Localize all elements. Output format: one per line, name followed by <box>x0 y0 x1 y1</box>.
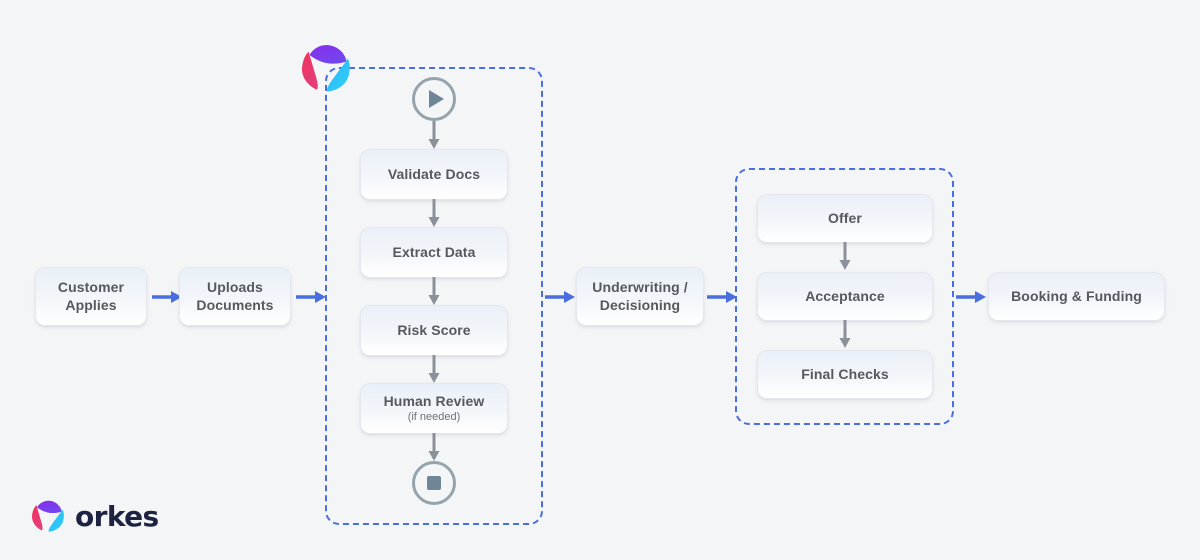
group-orkes-workflow <box>325 67 543 525</box>
node-label: Human Review <box>383 392 485 409</box>
arrow-down-icon <box>427 355 441 384</box>
node-label: Uploads Documents <box>196 279 274 313</box>
arrow-down-icon <box>838 242 852 271</box>
arrow-down-icon <box>427 121 441 150</box>
arrow-down-icon <box>838 320 852 349</box>
orkes-logo-mark-icon <box>30 498 66 534</box>
node-sublabel: (if needed) <box>407 410 461 423</box>
play-icon[interactable] <box>412 77 456 121</box>
node-label: Extract Data <box>392 243 476 260</box>
play-triangle <box>428 90 444 108</box>
node-human-review[interactable]: Human Review (if needed) <box>360 383 508 434</box>
node-label: Acceptance <box>805 287 885 304</box>
node-customer-applies[interactable]: Customer Applies <box>35 267 147 326</box>
node-final-checks[interactable]: Final Checks <box>757 350 933 399</box>
node-label: Customer Applies <box>57 279 125 313</box>
node-label: Underwriting / Decisioning <box>592 279 688 313</box>
arrow-right-icon <box>545 289 575 305</box>
brand-name: orkes <box>75 499 159 533</box>
arrow-down-icon <box>427 433 441 462</box>
arrow-down-icon <box>427 199 441 228</box>
node-booking-funding[interactable]: Booking & Funding <box>988 272 1165 321</box>
node-extract-data[interactable]: Extract Data <box>360 227 508 278</box>
orkes-logo-mark-icon <box>299 41 353 95</box>
arrow-right-icon <box>956 289 986 305</box>
node-uploads-documents[interactable]: Uploads Documents <box>179 267 291 326</box>
node-validate-docs[interactable]: Validate Docs <box>360 149 508 200</box>
node-label: Offer <box>828 209 862 226</box>
node-label: Risk Score <box>397 321 471 338</box>
node-risk-score[interactable]: Risk Score <box>360 305 508 356</box>
arrow-right-icon <box>296 289 326 305</box>
node-label: Validate Docs <box>387 165 481 182</box>
stop-square <box>427 476 441 490</box>
node-offer[interactable]: Offer <box>757 194 933 243</box>
node-acceptance[interactable]: Acceptance <box>757 272 933 321</box>
brand-logo: orkes <box>30 498 159 534</box>
arrow-right-icon <box>707 289 737 305</box>
stop-icon[interactable] <box>412 461 456 505</box>
arrow-right-icon <box>152 289 182 305</box>
node-underwriting-decisioning[interactable]: Underwriting / Decisioning <box>576 267 704 326</box>
arrow-down-icon <box>427 277 441 306</box>
node-label: Final Checks <box>801 365 889 382</box>
node-label: Booking & Funding <box>1011 287 1142 304</box>
